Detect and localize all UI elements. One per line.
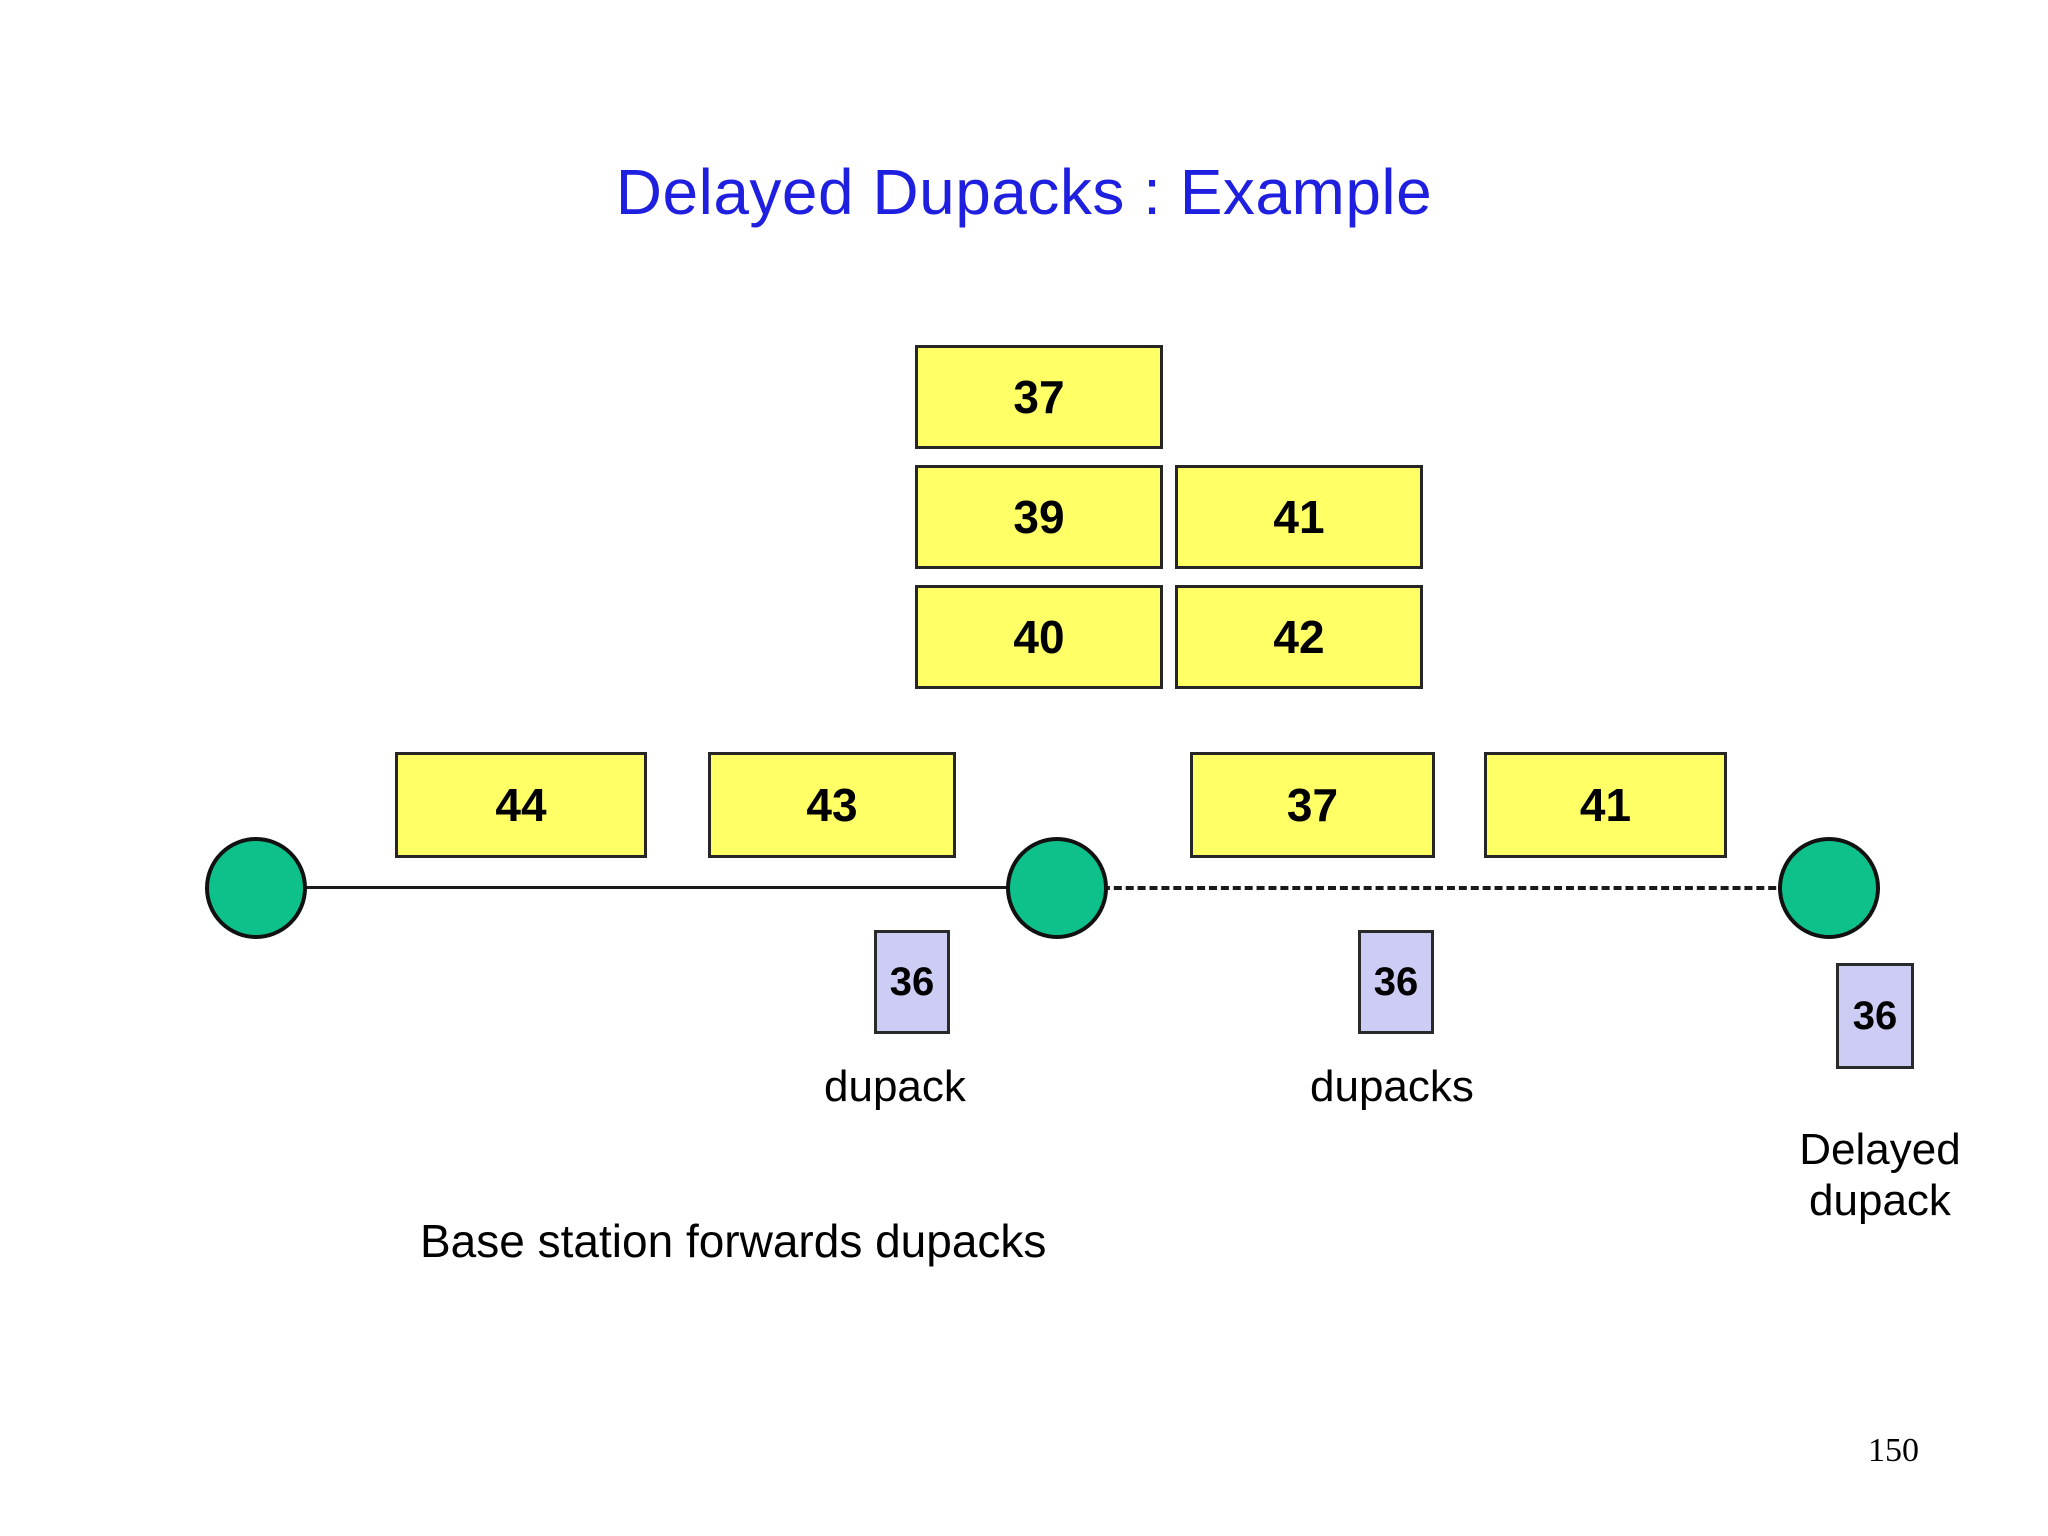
packet-box-buffer-41: 41 <box>1175 465 1423 569</box>
label-dupack: dupack <box>824 1062 966 1111</box>
slide-page-number: 150 <box>1868 1432 1919 1469</box>
packet-box-timeline-43: 43 <box>708 752 956 858</box>
node-circle-sender <box>205 837 307 939</box>
packet-box-buffer-40: 40 <box>915 585 1163 689</box>
ack-box-dupacks-36-middle: 36 <box>1358 930 1434 1034</box>
label-delayed-dupack: Delayed dupack <box>1799 1125 1961 1225</box>
packet-box-timeline-44: 44 <box>395 752 647 858</box>
packet-box-buffer-42: 42 <box>1175 585 1423 689</box>
label-dupacks: dupacks <box>1310 1062 1474 1111</box>
node-circle-receiver <box>1778 837 1880 939</box>
packet-box-timeline-37: 37 <box>1190 752 1435 858</box>
node-circle-base-station <box>1006 837 1108 939</box>
ack-box-delayed-dupack-36-right: 36 <box>1836 963 1914 1069</box>
label-base-station-forwards-dupacks: Base station forwards dupacks <box>420 1215 1047 1267</box>
packet-box-buffer-37: 37 <box>915 345 1163 449</box>
packet-box-buffer-39: 39 <box>915 465 1163 569</box>
link-line-dashed-base-to-receiver <box>1090 886 1800 890</box>
page-title: Delayed Dupacks : Example <box>615 156 1433 228</box>
packet-box-timeline-41: 41 <box>1484 752 1727 858</box>
ack-box-dupack-36-left: 36 <box>874 930 950 1034</box>
link-line-solid-sender-to-base <box>300 886 1025 889</box>
